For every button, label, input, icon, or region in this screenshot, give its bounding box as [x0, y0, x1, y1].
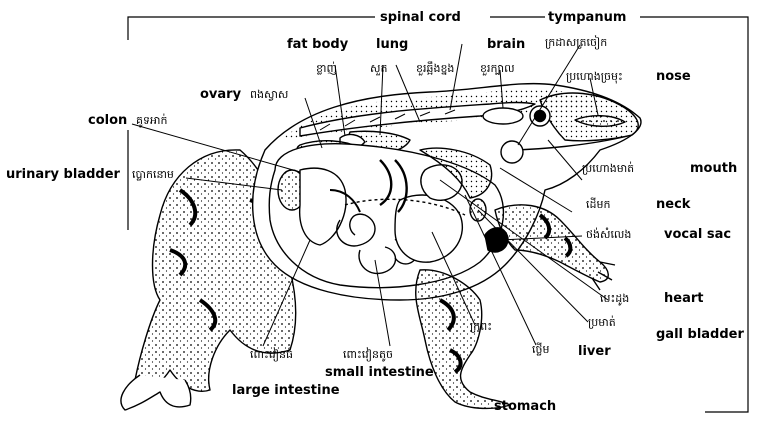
label-neck-km: ដើមក	[586, 197, 610, 211]
label-neck: neck	[656, 197, 691, 212]
label-heart: heart	[664, 291, 703, 306]
label-small-intestine: small intestine	[325, 365, 434, 380]
label-gall-bladder-km: ប្រមាត់	[588, 315, 616, 329]
front-leg	[495, 205, 608, 282]
label-brain: brain	[487, 37, 525, 52]
label-liver-km: ថ្លើម	[532, 342, 549, 356]
label-heart-km: បេះដូង	[600, 292, 629, 306]
label-spinal-cord: spinal cord	[380, 10, 461, 25]
label-lung: lung	[376, 37, 408, 52]
label-lung-km: សួត	[370, 62, 387, 76]
label-fat-body: fat body	[287, 37, 349, 52]
label-large-intestine: large intestine	[232, 383, 340, 398]
hind-foot	[121, 375, 191, 410]
label-ovary: ovary	[200, 87, 242, 102]
tympanum-shape	[501, 141, 523, 163]
label-tympanum-km: ក្រដាសត្រចៀក	[545, 35, 607, 50]
label-urinary-bladder-km: ប្លោកនោម	[132, 168, 174, 181]
lower-leg	[416, 270, 510, 409]
label-tympanum: tympanum	[548, 10, 626, 25]
label-nose: nose	[656, 69, 691, 84]
label-vocal-sac: vocal sac	[664, 227, 731, 242]
label-small-intestine-km: ពោះវៀនតូច	[343, 347, 393, 362]
label-vocal-sac-km: ថង់សំលេង	[586, 227, 631, 241]
label-stomach-km: ក្រពះ	[470, 320, 492, 333]
label-nose-km: ប្រហោងច្រមុះ	[566, 70, 623, 84]
frog-illustration	[121, 84, 641, 410]
brain-shape	[483, 108, 523, 124]
label-colon-km: គូទអាក់	[136, 113, 167, 128]
label-ovary-km: ពងស្វាស	[250, 88, 288, 101]
label-fat-body-km: ខ្លាញ់	[316, 61, 337, 75]
label-urinary-bladder: urinary bladder	[6, 167, 121, 182]
label-mouth: mouth	[690, 161, 737, 176]
label-colon: colon	[88, 113, 127, 128]
label-brain-km: ខួរក្បាល	[480, 62, 515, 76]
label-liver: liver	[578, 344, 611, 359]
label-gall-bladder: gall bladder	[656, 327, 744, 342]
label-mouth-km: ប្រហោងមាត់	[582, 161, 634, 175]
label-spinal-cord-km: ខួរឆ្អឹងខ្នង	[416, 61, 454, 76]
label-stomach: stomach	[494, 399, 556, 414]
label-large-intestine-km: ពោះវៀនធំ	[250, 347, 293, 362]
